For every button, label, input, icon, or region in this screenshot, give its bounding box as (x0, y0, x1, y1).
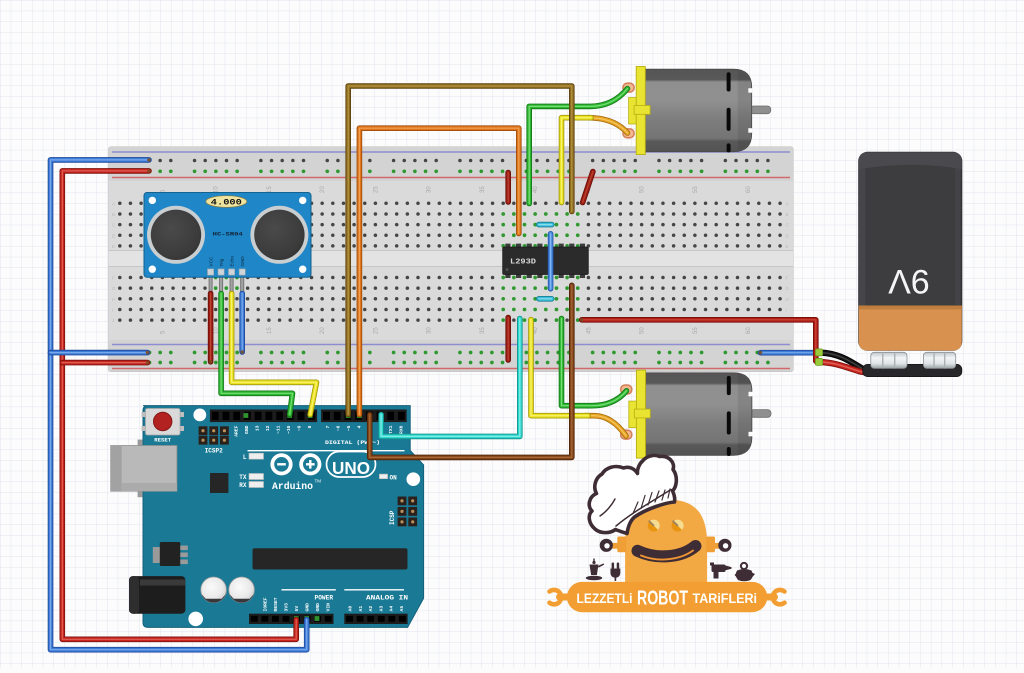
svg-text:RESET: RESET (154, 437, 171, 444)
svg-text:4: 4 (357, 425, 363, 428)
svg-text:ANALOG IN: ANALOG IN (366, 595, 408, 602)
svg-text:40: 40 (533, 186, 539, 193)
svg-text:30: 30 (427, 186, 433, 193)
svg-text:HC-SR04: HC-SR04 (213, 230, 244, 237)
svg-text:20: 20 (320, 186, 326, 193)
svg-text:GND: GND (315, 603, 321, 612)
svg-text:A2: A2 (368, 606, 374, 612)
svg-text:B: B (112, 212, 115, 217)
svg-text:5: 5 (160, 330, 166, 334)
svg-text:13: 13 (254, 425, 260, 431)
svg-text:AREF: AREF (233, 425, 239, 436)
svg-text:C: C (786, 223, 789, 228)
svg-text:RX: RX (239, 482, 247, 489)
svg-text:D: D (786, 233, 789, 238)
svg-text:UNO: UNO (332, 458, 370, 478)
svg-text:B: B (786, 212, 789, 217)
svg-text:A: A (786, 201, 789, 206)
svg-text:TM: TM (315, 479, 322, 484)
svg-text:ROBOT: ROBOT (637, 587, 688, 610)
svg-text:35: 35 (480, 186, 486, 193)
svg-text:L293D: L293D (510, 259, 537, 267)
svg-text:IOREF: IOREF (263, 597, 269, 611)
svg-text:Arduino: Arduino (272, 481, 313, 493)
svg-text:ICSP: ICSP (389, 510, 396, 525)
svg-text:~6: ~6 (336, 425, 342, 431)
svg-text:I: I (786, 307, 787, 312)
svg-text:A: A (112, 201, 115, 206)
svg-text:H: H (112, 297, 115, 302)
svg-text:A4: A4 (389, 606, 395, 612)
svg-text:G: G (786, 286, 790, 291)
svg-text:TX1: TX1 (388, 425, 394, 434)
svg-text:TARiFLERi: TARiFLERi (693, 591, 758, 607)
svg-text:30: 30 (427, 327, 433, 334)
svg-text:F: F (112, 276, 115, 281)
svg-text:50: 50 (640, 186, 646, 193)
svg-text:12: 12 (265, 425, 271, 431)
svg-text:G: G (112, 286, 116, 291)
svg-text:DIGITAL (PWM~): DIGITAL (PWM~) (325, 439, 380, 446)
svg-text:20: 20 (320, 327, 326, 334)
svg-text:C: C (112, 223, 115, 228)
svg-text:GND: GND (244, 425, 250, 434)
svg-text:55: 55 (693, 327, 699, 334)
svg-text:VIN: VIN (326, 603, 332, 612)
svg-text:~11: ~11 (276, 425, 282, 434)
svg-text:45: 45 (586, 327, 592, 334)
svg-text:A0: A0 (348, 606, 354, 612)
svg-text:Trig: Trig (219, 258, 224, 266)
svg-text:GND: GND (240, 256, 245, 267)
svg-text:D: D (112, 233, 115, 238)
svg-text:~10: ~10 (286, 425, 292, 434)
svg-text:8: 8 (307, 425, 313, 428)
svg-text:VCC: VCC (208, 256, 213, 266)
svg-text:3V3: 3V3 (284, 603, 290, 612)
svg-text:40: 40 (533, 327, 539, 334)
svg-text:15: 15 (267, 186, 273, 193)
svg-text:60: 60 (746, 186, 752, 193)
svg-text:~5: ~5 (346, 425, 352, 431)
svg-text:10: 10 (214, 186, 220, 193)
svg-text:TX: TX (239, 474, 247, 481)
svg-text:55: 55 (693, 186, 699, 193)
svg-text:~9: ~9 (297, 425, 303, 431)
svg-text:GND: GND (305, 603, 311, 612)
svg-text:H: H (786, 297, 789, 302)
svg-text:4.000: 4.000 (211, 198, 242, 207)
svg-text:E: E (112, 244, 115, 249)
svg-text:5: 5 (160, 189, 166, 193)
svg-text:L: L (243, 454, 247, 461)
svg-text:7: 7 (325, 425, 331, 428)
svg-text:10: 10 (214, 327, 220, 334)
svg-text:25: 25 (373, 186, 379, 193)
svg-text:A1: A1 (358, 606, 364, 612)
svg-text:I: I (112, 307, 113, 312)
svg-text:E: E (786, 244, 789, 249)
svg-text:25: 25 (373, 327, 379, 334)
svg-text:35: 35 (480, 327, 486, 334)
svg-text:A5: A5 (399, 606, 405, 612)
svg-text:50: 50 (640, 327, 646, 334)
svg-text:LEZZETLi: LEZZETLi (577, 591, 633, 607)
svg-text:J: J (112, 318, 114, 323)
svg-text:POWER: POWER (315, 595, 334, 602)
svg-text:5V: 5V (294, 606, 300, 612)
svg-text:F: F (786, 276, 789, 281)
svg-text:RX0: RX0 (399, 425, 405, 434)
svg-text:15: 15 (267, 327, 273, 334)
svg-text:RESET: RESET (273, 597, 279, 611)
svg-text:60: 60 (746, 327, 752, 334)
svg-text:ICSP2: ICSP2 (205, 448, 223, 455)
svg-text:Echo: Echo (229, 256, 234, 267)
svg-text:A3: A3 (378, 606, 384, 612)
svg-text:9V: 9V (888, 262, 930, 300)
svg-text:ON: ON (390, 474, 398, 481)
